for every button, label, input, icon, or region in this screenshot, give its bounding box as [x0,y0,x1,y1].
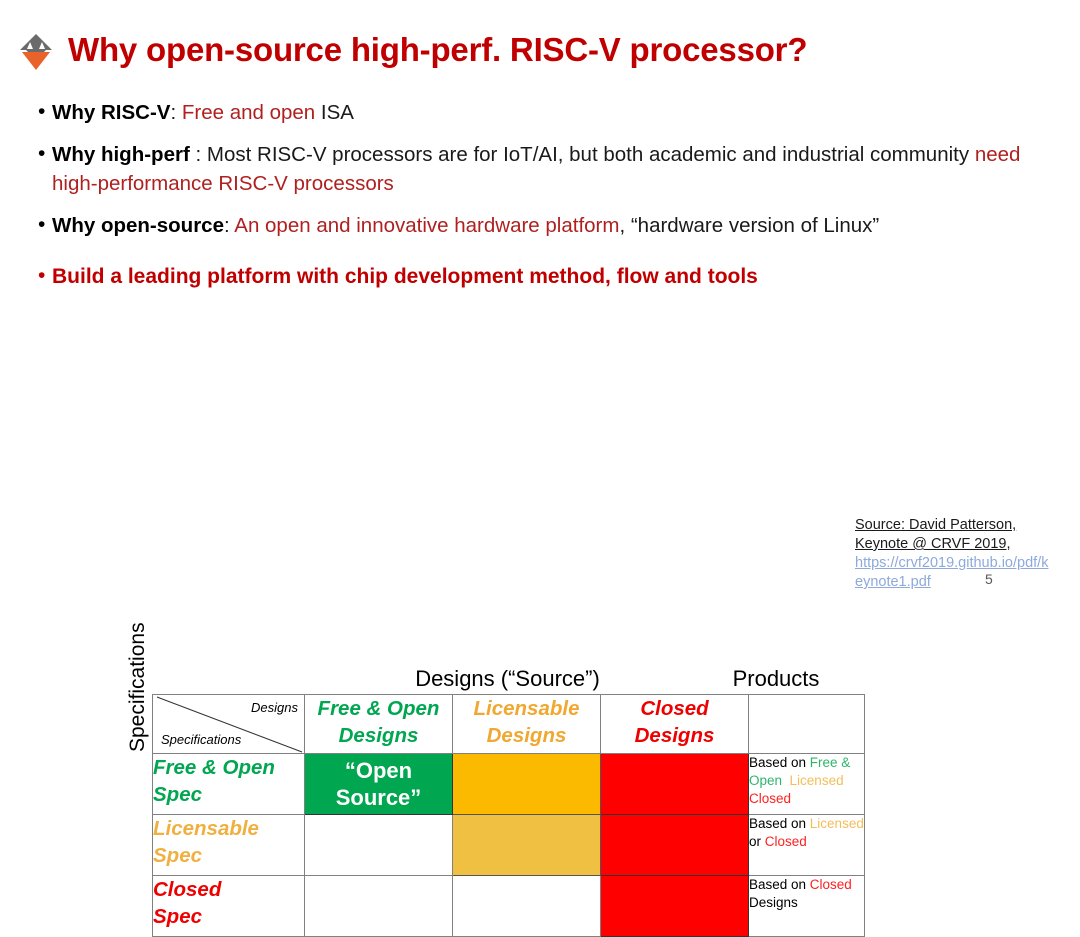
col-header-line2: Designs [338,724,419,747]
bullet-marker: • [38,142,46,165]
product-plain: Based on [749,755,810,770]
row-label-line2: Spec [153,844,202,867]
bullet-lead: Why RISC-V [52,101,171,124]
bullet-separator: : [189,143,207,166]
matrix-row-closed-spec: Closed Spec Based on Closed Designs [152,875,865,937]
col-header-line2: Designs [486,724,567,747]
product-accent-red: Closed [764,834,807,849]
cell-text-line1: “Open [344,758,413,783]
page-title: Why open-source high-perf. RISC-V proces… [68,30,808,68]
matrix-cell-r3c1 [304,875,453,937]
open-source-label: “Open Source” [305,754,452,811]
col-header-line1: Licensable [473,697,580,720]
product-line2: or Closed [749,833,863,851]
bullet-item-why-high-perf: • Why high-perf : Most RISC-V processors… [38,140,1058,198]
matrix-products-header-cell [748,694,865,754]
matrix-cell-r2c2 [452,814,601,876]
product-accent-amber: Licensed [789,773,844,788]
matrix-cell-r3c3 [600,875,749,937]
bullet-marker: • [38,213,46,236]
bullet-text: Why open-source: An open and innovative … [52,211,1058,240]
product-line1: Based on Free & [749,755,863,773]
bullet-tail: ISA [315,101,354,124]
source-citation: Source: David Patterson, Keynote @ CRVF … [855,516,1055,592]
matrix-row-label-free-open-spec: Free & Open Spec [152,753,305,815]
bullet-accent: An open and innovative hardware platform [234,214,620,237]
matrix-col-header-free-open-designs: Free & Open Designs [304,694,453,754]
matrix-product-cell-row3: Based on Closed Designs [748,875,865,937]
matrix-row-label-closed-spec: Closed Spec [152,875,305,937]
bullet-text: Why RISC-V: Free and open ISA [52,98,1058,127]
bullet-marker: • [38,264,46,287]
product-accent-green: Free & [809,755,851,770]
row-label-line1: Licensable [153,817,259,840]
matrix-cell-r1c2 [452,753,601,815]
matrix-col-header-licensable-designs: Licensable Designs [452,694,601,754]
matrix-cell-r2c1 [304,814,453,876]
product-accent-red: Closed [809,877,852,892]
product-line2: Open Licensed [749,772,863,790]
bullet-lead: Why high-perf [52,143,190,166]
matrix-group-header-products: Products [732,666,820,691]
matrix-row-label-licensable-spec: Licensable Spec [152,814,305,876]
matrix-row-licensable-spec: Licensable Spec Based on Licensed or Clo… [152,814,865,876]
bullet-text: Build a leading platform with chip devel… [52,265,758,288]
row-label-line2: Spec [153,783,202,806]
bullet-separator: : [170,101,182,124]
row-label-line1: Free & Open [153,756,275,779]
matrix-row-free-open-spec: Free & Open Spec “Open Source” Based on … [152,753,865,815]
bullet-text: Why high-perf : Most RISC-V processors a… [52,140,1058,198]
matrix-y-axis-label: Specifications [126,622,149,752]
product-plain: Based on [749,877,810,892]
matrix-table: Designs Specifications Free & Open Desig… [152,694,865,937]
bullet-marker: • [38,100,46,123]
page-number: 5 [985,571,993,587]
matrix-cell-r1c3 [600,753,749,815]
bullet-separator: : [224,214,235,237]
matrix-corner-cell: Designs Specifications [152,694,305,754]
col-header-line1: Closed [640,697,709,720]
product-accent-green: Open [749,773,783,788]
bullet-mid: Most RISC-V processors are for IoT/AI, b… [206,143,975,166]
matrix-cell-r3c2 [452,875,601,937]
bullet-item-why-open-source: • Why open-source: An open and innovativ… [38,211,1058,240]
bullet-accent: Free and open [181,101,316,124]
row-label-line1: Closed [153,878,222,901]
matrix-col-header-closed-designs: Closed Designs [600,694,749,754]
product-plain: or [749,834,765,849]
col-header-line1: Free & Open [317,697,440,720]
matrix-header-row: Designs Specifications Free & Open Desig… [152,694,865,754]
matrix-product-cell-row2: Based on Licensed or Closed [748,814,865,876]
product-line2: Designs [749,895,798,910]
product-line1: Based on Licensed [749,816,864,834]
bullet-accent: need high-performance RISC-V processors [52,143,1021,195]
product-accent-red: Closed [749,791,792,806]
bullet-item-build-platform: • Build a leading platform with chip dev… [38,262,1058,291]
col-header-line2: Designs [634,724,715,747]
product-line1: Based on Closed [749,877,863,895]
slide-title-row: Why open-source high-perf. RISC-V proces… [16,28,807,70]
corner-label-designs: Designs [251,700,298,715]
bullet-item-why-riscv: • Why RISC-V: Free and open ISA [38,98,1058,127]
matrix-group-header-designs: Designs (“Source”) [415,666,600,691]
matrix-product-cell-row1: Based on Free & Open Licensed Closed [748,753,865,815]
cell-text-line2: Source” [335,785,422,810]
source-line1: Source: David Patterson, [855,517,1017,533]
bullet-tail: , “hardware version of Linux” [619,214,880,237]
product-plain: Based on [749,816,810,831]
matrix-cell-r2c3 [600,814,749,876]
product-accent-amber: Licensed [809,816,864,831]
product-line3: Closed [749,790,863,808]
source-line2: Keynote @ CRVF 2019, [855,536,1011,552]
corner-label-specifications: Specifications [161,732,242,747]
bullet-list: • Why RISC-V: Free and open ISA • Why hi… [38,98,1058,304]
row-label-line2: Spec [153,905,202,928]
mountain-flame-logo-icon [16,30,56,72]
source-link[interactable]: https://crvf2019.github.io/pdf/keynote1.… [855,555,1049,590]
matrix-cell-open-source: “Open Source” [304,753,453,815]
bullet-lead: Why open-source [52,214,224,237]
